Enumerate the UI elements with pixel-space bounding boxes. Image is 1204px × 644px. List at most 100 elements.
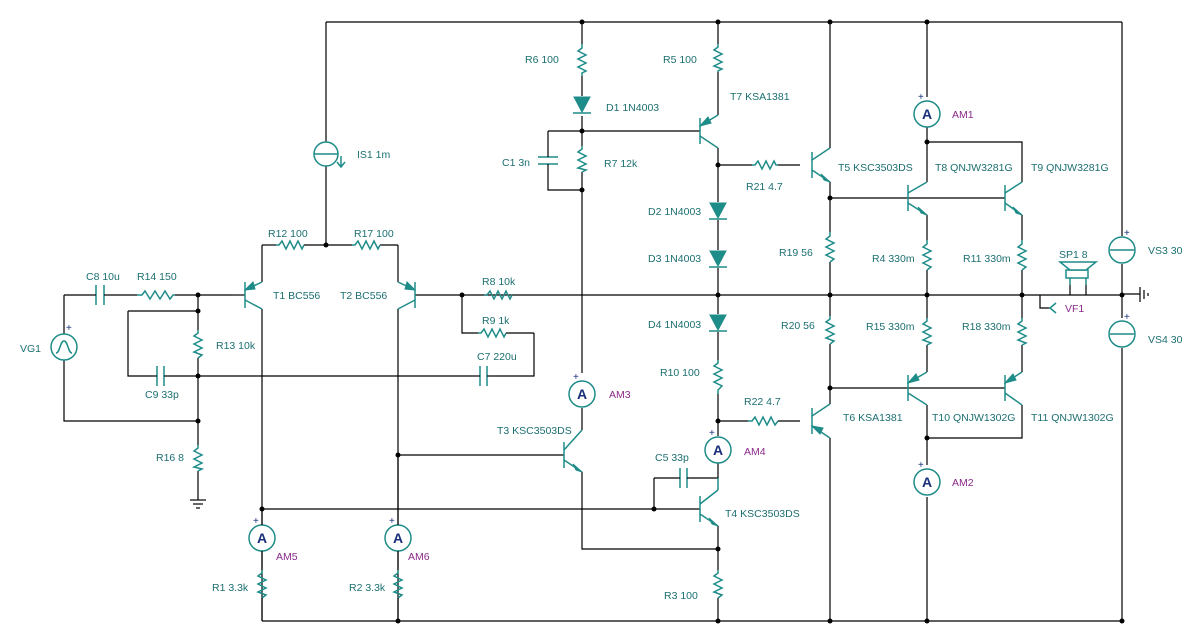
label-r19: R19 56 bbox=[779, 247, 813, 259]
am2-plus: + bbox=[918, 460, 924, 471]
label-t10: T10 QNJW1302G bbox=[932, 412, 1015, 424]
label-am2: AM2 bbox=[952, 477, 974, 489]
resistor-r12 bbox=[276, 239, 305, 251]
label-r16: R16 8 bbox=[156, 452, 184, 464]
capacitor-c7 bbox=[476, 366, 490, 386]
label-vg1: VG1 bbox=[20, 343, 41, 355]
label-r14: R14 150 bbox=[137, 271, 177, 283]
diode-d4 bbox=[709, 314, 727, 332]
voltmeter-vf1 bbox=[1048, 302, 1057, 314]
transistor-t2 bbox=[397, 281, 417, 310]
label-r5: R5 100 bbox=[663, 54, 697, 66]
wires bbox=[63, 21, 1140, 622]
resistor-r19 bbox=[824, 232, 836, 263]
label-is1: IS1 1m bbox=[357, 149, 391, 161]
signal-generator-vg1: + bbox=[50, 323, 78, 361]
am1-symbol: A bbox=[922, 106, 932, 122]
ground-input bbox=[190, 499, 206, 509]
am3-symbol: A bbox=[577, 386, 587, 402]
resistor-r11 bbox=[1016, 240, 1028, 271]
transistor-t11 bbox=[1003, 371, 1023, 406]
diode-d3 bbox=[709, 250, 727, 268]
transistor-t7 bbox=[698, 114, 719, 149]
ammeter-am3: A + bbox=[568, 372, 596, 408]
resistor-r8 bbox=[484, 289, 513, 301]
label-r3: R3 100 bbox=[664, 590, 698, 602]
transistor-t10 bbox=[906, 371, 928, 406]
label-sp1: SP1 8 bbox=[1059, 249, 1088, 261]
capacitor-c5 bbox=[677, 468, 690, 488]
capacitor-c1 bbox=[538, 155, 558, 166]
vg1-plus: + bbox=[66, 323, 72, 334]
am2-symbol: A bbox=[922, 474, 932, 490]
resistor-r20 bbox=[824, 316, 836, 345]
label-d4: D4 1N4003 bbox=[648, 319, 701, 331]
am6-plus: + bbox=[389, 516, 395, 527]
label-d2: D2 1N4003 bbox=[648, 206, 701, 218]
label-am5: AM5 bbox=[276, 551, 298, 563]
resistor-r10 bbox=[712, 360, 724, 394]
resistor-r18 bbox=[1016, 318, 1028, 346]
voltage-source-vs3: + bbox=[1108, 228, 1136, 264]
label-r6: R6 100 bbox=[525, 54, 559, 66]
resistor-r15 bbox=[921, 318, 933, 346]
label-c1: C1 3n bbox=[502, 157, 530, 169]
am5-plus: + bbox=[253, 516, 259, 527]
label-r21: R21 4.7 bbox=[746, 181, 783, 193]
transistor-t5 bbox=[811, 147, 831, 183]
transistor-t1 bbox=[243, 281, 263, 310]
label-r11: R11 330m bbox=[963, 253, 1011, 265]
label-t8: T8 QNJW3281G bbox=[935, 162, 1013, 174]
transistor-t6 bbox=[810, 403, 831, 439]
resistor-r1 bbox=[256, 570, 268, 599]
capacitor-c9 bbox=[153, 366, 167, 386]
label-t11: T11 QNJW1302G bbox=[1031, 412, 1114, 424]
label-vf1: VF1 bbox=[1065, 303, 1084, 315]
label-t4: T4 KSC3503DS bbox=[725, 508, 800, 520]
label-r13: R13 10k bbox=[216, 340, 256, 352]
ammeter-am4: A + bbox=[704, 428, 732, 464]
resistor-r16 bbox=[191, 445, 205, 472]
label-d3: D3 1N4003 bbox=[648, 253, 701, 265]
label-t1: T1 BC556 bbox=[273, 290, 320, 302]
label-t7: T7 KSA1381 bbox=[730, 91, 790, 103]
ammeter-am1: A + bbox=[913, 92, 941, 128]
transistor-t3 bbox=[563, 429, 583, 473]
label-c8: C8 10u bbox=[86, 271, 120, 283]
label-r18: R18 330m bbox=[962, 321, 1011, 333]
am1-plus: + bbox=[918, 92, 924, 103]
resistor-r2 bbox=[392, 570, 404, 599]
am3-plus: + bbox=[573, 372, 579, 383]
am4-symbol: A bbox=[713, 442, 723, 458]
label-t3: T3 KSC3503DS bbox=[497, 425, 572, 437]
label-r15: R15 330m bbox=[866, 321, 915, 333]
diode-d2 bbox=[709, 202, 727, 220]
label-r22: R22 4.7 bbox=[744, 396, 781, 408]
resistor-r4 bbox=[921, 240, 933, 271]
label-t5: T5 KSC3503DS bbox=[838, 162, 913, 174]
label-c7: C7 220u bbox=[477, 351, 517, 363]
resistor-r14 bbox=[137, 289, 175, 301]
resistor-r6 bbox=[576, 44, 588, 76]
label-t2: T2 BC556 bbox=[340, 290, 387, 302]
label-am4: AM4 bbox=[744, 446, 766, 458]
label-vs4: VS4 30 bbox=[1148, 334, 1183, 346]
ground-output bbox=[1139, 287, 1149, 302]
speaker-sp1 bbox=[1057, 261, 1099, 285]
label-t9: T9 QNJW3281G bbox=[1031, 162, 1109, 174]
label-am6: AM6 bbox=[408, 551, 430, 563]
diode-d1 bbox=[573, 96, 591, 114]
transistor-t9 bbox=[1004, 181, 1023, 216]
resistor-r13 bbox=[192, 330, 204, 359]
resistor-r5 bbox=[712, 44, 724, 72]
resistor-r7 bbox=[575, 146, 589, 173]
label-vs3: VS3 30 bbox=[1148, 245, 1183, 257]
label-c9: C9 33p bbox=[145, 389, 179, 401]
label-t6: T6 KSA1381 bbox=[843, 412, 903, 424]
label-r1: R1 3.3k bbox=[212, 582, 249, 594]
label-r12: R12 100 bbox=[268, 228, 308, 240]
ammeter-leads bbox=[261, 455, 399, 621]
label-r10: R10 100 bbox=[660, 367, 700, 379]
label-r2: R2 3.3k bbox=[349, 582, 386, 594]
